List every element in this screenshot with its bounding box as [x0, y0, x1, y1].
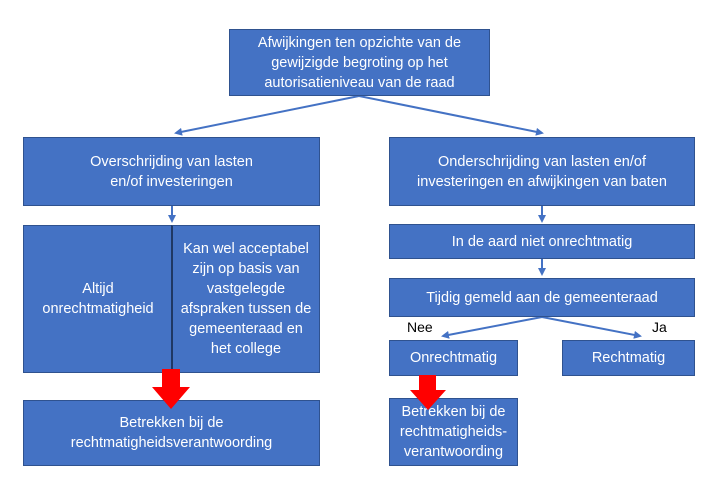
- red-arrow-left: [152, 369, 190, 409]
- top-deviation-text: Afwijkingen ten opzichte van de gewijzig…: [257, 34, 462, 91]
- underspend-box: Onderschrijding van lasten en/of investe…: [389, 137, 695, 206]
- top-deviation-box: Afwijkingen ten opzichte van de gewijzig…: [229, 29, 490, 96]
- red-arrow-right: [410, 375, 446, 410]
- involve-left-box: Betrekken bij de rechtmatigheidsverantwo…: [23, 400, 320, 466]
- not-unlawful-box: In de aard niet onrechtmatig: [389, 224, 695, 259]
- lawful-box: Rechtmatig: [562, 340, 695, 376]
- connector-timely-to-unlawful: [441, 316, 543, 339]
- lawful-text: Rechtmatig: [591, 350, 666, 366]
- not-unlawful-text: In de aard niet onrechtmatig: [451, 233, 633, 250]
- yes-label: Ja: [652, 319, 667, 335]
- involve-left-text: Betrekken bij de rechtmatigheidsverantwo…: [70, 415, 273, 451]
- involve-right-box: Betrekken bij de rechtmatigheids- verant…: [389, 398, 518, 466]
- underspend-text: Onderschrijding van lasten en/of investe…: [417, 153, 667, 190]
- connector-timely-to-lawful: [541, 316, 642, 339]
- unlawful-text: Onrechtmatig: [409, 350, 498, 366]
- no-label: Nee: [407, 319, 433, 335]
- timely-reported-box: Tijdig gemeld aan de gemeenteraad: [389, 278, 695, 317]
- timely-reported-text: Tijdig gemeld aan de gemeenteraad: [426, 289, 658, 306]
- unlawful-box: Onrechtmatig: [389, 340, 518, 376]
- acceptable-text: Kan wel acceptabel zijn op basis van vas…: [180, 241, 312, 357]
- always-unlawful-text: Altijd onrechtmatigheid: [42, 281, 154, 317]
- overspend-box: Overschrijding van lasten en/of invester…: [23, 137, 320, 206]
- connector-top-right: [358, 95, 544, 136]
- acceptable-box: Kan wel acceptabel zijn op basis van vas…: [171, 225, 320, 373]
- involve-right-text: Betrekken bij de rechtmatigheids- verant…: [399, 404, 508, 460]
- always-unlawful-box: Altijd onrechtmatigheid: [23, 225, 173, 373]
- overspend-text: Overschrijding van lasten en/of invester…: [90, 153, 253, 190]
- connector-top-left: [174, 95, 360, 136]
